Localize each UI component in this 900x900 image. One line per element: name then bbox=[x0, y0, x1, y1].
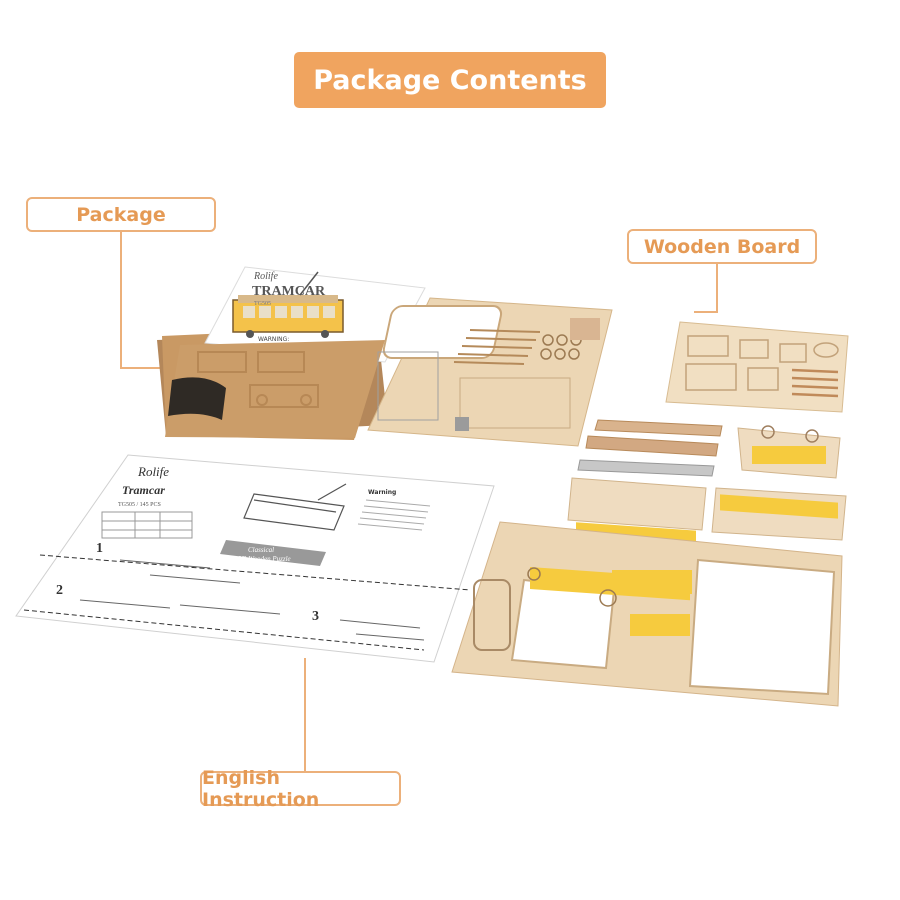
box-code: TG505 bbox=[254, 301, 271, 307]
page-title: Package Contents bbox=[294, 52, 606, 108]
wood-sheet-right bbox=[665, 321, 849, 413]
manual-step-3: 3 bbox=[312, 609, 319, 624]
manual-classical-1: Classical bbox=[248, 546, 274, 554]
instruction-sheet: Rolife Tramcar TG505 / 145 PCS Classical… bbox=[15, 454, 495, 663]
manual-brand: Rolife bbox=[137, 464, 169, 479]
callout-package: Package bbox=[26, 197, 216, 232]
manual-step-2: 2 bbox=[56, 583, 63, 598]
callout-english-instruction: English Instruction bbox=[200, 767, 401, 811]
manual-title: Tramcar bbox=[122, 483, 165, 497]
manual-code: TG505 / 145 PCS bbox=[118, 502, 161, 508]
manual-classical-2: 3D Wooden Puzzle bbox=[237, 555, 291, 563]
callout-wooden-board: Wooden Board bbox=[627, 229, 817, 264]
callout-connectors bbox=[120, 232, 718, 771]
manual-warning: Warning bbox=[368, 489, 396, 496]
box-warning: WARNING: bbox=[258, 336, 289, 343]
wood-sheet-large bbox=[451, 521, 843, 707]
wood-sticks bbox=[577, 419, 723, 477]
manual-step-1: 1 bbox=[96, 541, 103, 556]
wood-sheet-center bbox=[367, 297, 613, 447]
box-product-name: TRAMCAR bbox=[252, 284, 326, 299]
box-brand: Rolife bbox=[253, 271, 278, 282]
package-box: Rolife TRAMCAR TG505 WARNING: bbox=[157, 266, 426, 440]
